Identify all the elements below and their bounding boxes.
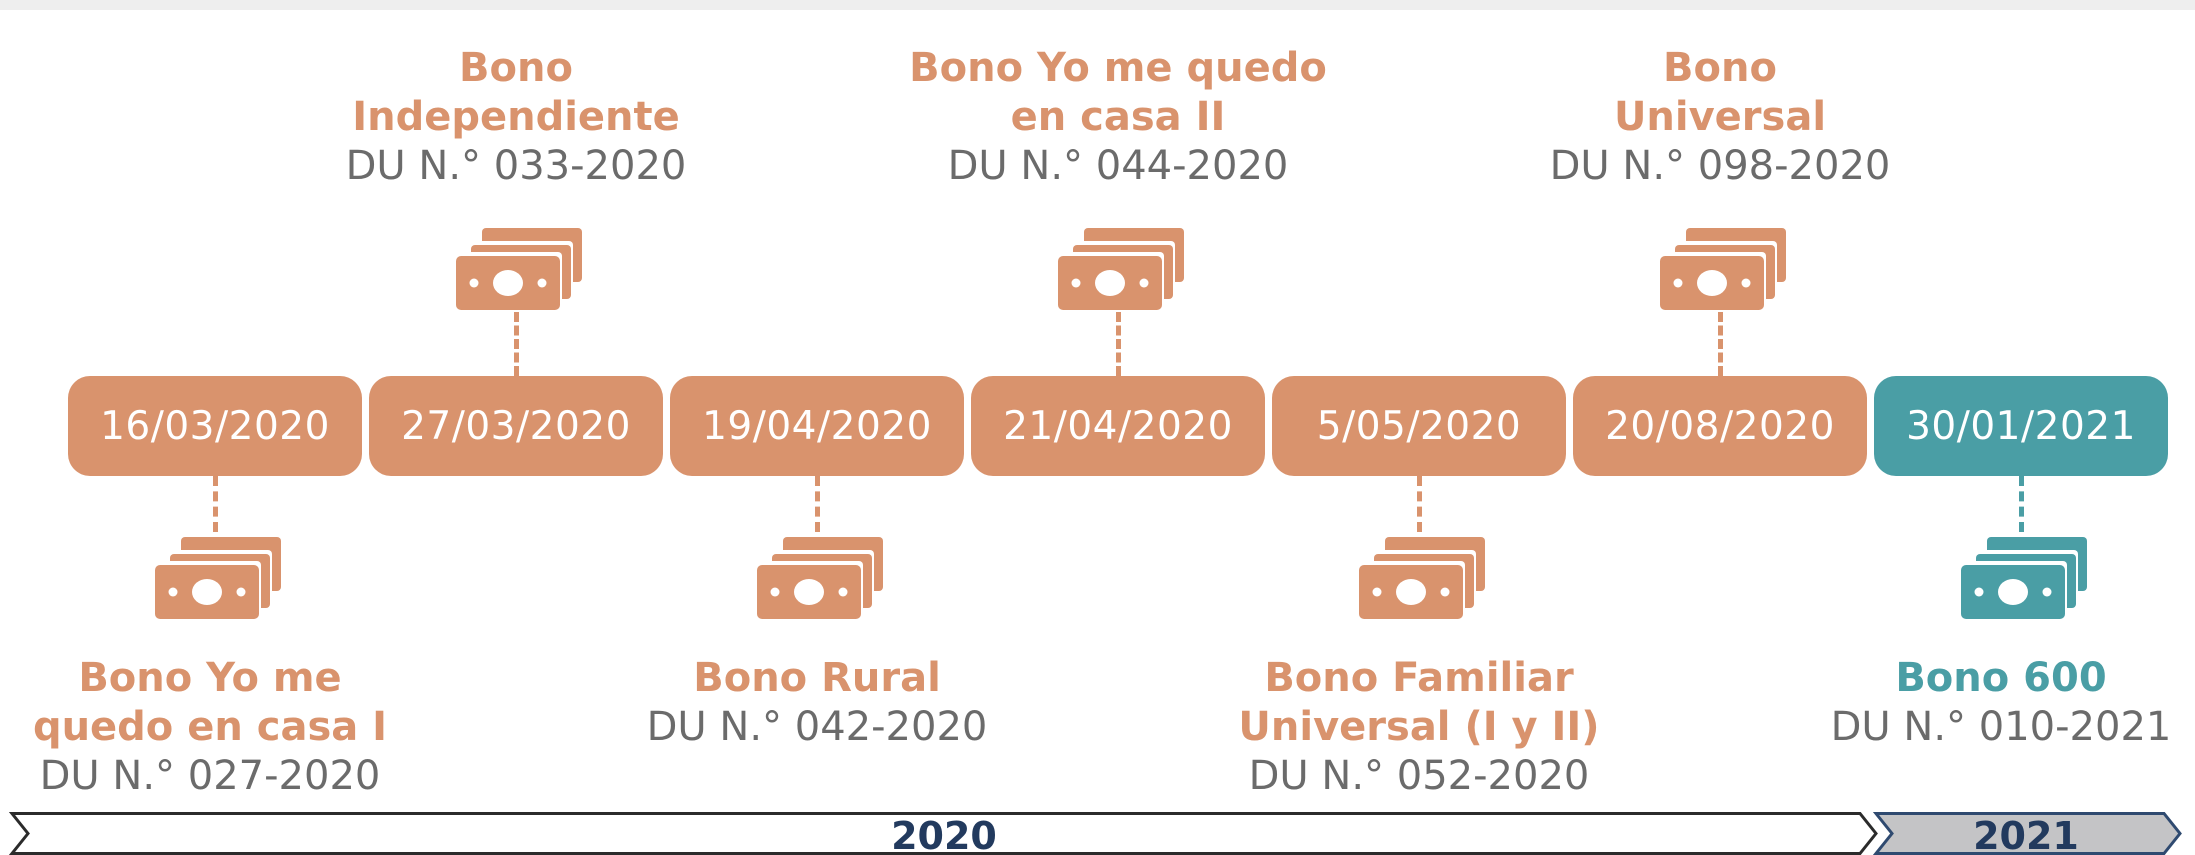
bonus-name: Bono Rural (693, 655, 941, 701)
dashed-connector (213, 476, 218, 532)
bonus-name: Universal (1613, 94, 1827, 140)
decree-code: DU N.° 042-2020 (646, 704, 988, 750)
dashed-connector (2019, 476, 2024, 532)
money-bills-icon (1050, 224, 1190, 314)
decree-code: DU N.° 052-2020 (1248, 753, 1590, 799)
dashed-connector (514, 312, 519, 376)
money-bills-icon (1953, 533, 2093, 623)
year-label-2020: 2020 (891, 814, 997, 855)
date-pill: 27/03/2020 (369, 376, 663, 476)
dashed-connector (815, 476, 820, 532)
dashed-connector (1417, 476, 1422, 532)
bonus-name: Bono Familiar (1264, 655, 1574, 701)
decree-code: DU N.° 044-2020 (947, 143, 1289, 189)
bonus-name: quedo en casa I (32, 704, 388, 750)
year-arrow-bar (8, 812, 2182, 855)
date-pill: 30/01/2021 (1874, 376, 2168, 476)
bonus-name: en casa II (1010, 94, 1226, 140)
year-2020-arrow (8, 812, 1878, 855)
money-bills-icon (448, 224, 588, 314)
money-bills-icon (749, 533, 889, 623)
decree-code: DU N.° 033-2020 (345, 143, 687, 189)
bonus-name: Bono Yo me quedo (909, 45, 1327, 91)
decree-code: DU N.° 027-2020 (39, 753, 381, 799)
date-pill: 21/04/2020 (971, 376, 1265, 476)
bonus-name: Universal (I y II) (1238, 704, 1600, 750)
money-bills-icon (1351, 533, 1491, 623)
decree-code: DU N.° 010-2021 (1830, 704, 2172, 750)
decree-code: DU N.° 098-2020 (1549, 143, 1891, 189)
dashed-connector (1116, 312, 1121, 376)
bonus-name: Bono (1663, 45, 1777, 91)
bonus-name: Independiente (352, 94, 680, 140)
date-pill: 19/04/2020 (670, 376, 964, 476)
date-pill: 5/05/2020 (1272, 376, 1566, 476)
top-band (0, 0, 2195, 10)
year-label-2021: 2021 (1973, 814, 2079, 855)
year-2021-arrow (1872, 812, 2182, 855)
money-bills-icon (1652, 224, 1792, 314)
date-pill: 20/08/2020 (1573, 376, 1867, 476)
date-pill: 16/03/2020 (68, 376, 362, 476)
dashed-connector (1718, 312, 1723, 376)
money-bills-icon (147, 533, 287, 623)
bonus-name: Bono 600 (1895, 655, 2107, 701)
bonus-name: Bono Yo me (78, 655, 342, 701)
bonus-name: Bono (459, 45, 573, 91)
